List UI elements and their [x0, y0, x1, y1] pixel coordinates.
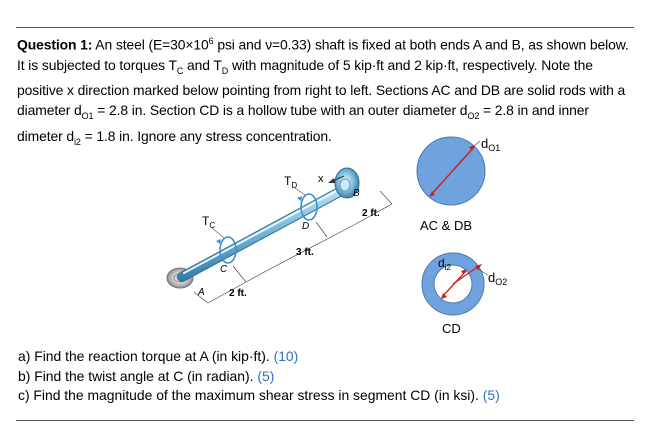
- dim-cd: 3 ft.: [296, 247, 314, 258]
- solid-section: [416, 136, 486, 206]
- sub-o1: O1: [81, 111, 94, 122]
- part-c-points: (5): [482, 387, 500, 403]
- sub-o2: O2: [467, 111, 480, 122]
- label-di2: di2: [438, 256, 451, 272]
- label-solid-section: AC & DB: [420, 218, 472, 233]
- problem-text-2: psi and ν=0.33) shaft is fixed at both e…: [17, 36, 629, 73]
- label-a: A: [197, 287, 205, 298]
- dimension-lines: [193, 190, 393, 304]
- label-do1: dO1: [481, 136, 500, 153]
- part-c: c) Find the magnitude of the maximum she…: [18, 387, 500, 403]
- bottom-rule: [16, 420, 634, 421]
- problem-text-4: with magnitude of 5 kip·ft and 2 kip·ft,…: [17, 56, 626, 119]
- label-tc: TC: [202, 214, 215, 230]
- sub-d: D: [221, 65, 229, 76]
- leader-tc: [211, 227, 225, 239]
- sub-c: C: [176, 65, 184, 76]
- torque-tc-ring: [216, 236, 237, 264]
- label-do2: dO2: [488, 270, 507, 287]
- problem-text-5: = 2.8 in. Section CD is a hollow tube wi…: [93, 102, 468, 119]
- svg-text:x: x: [318, 173, 324, 185]
- label-d: D: [302, 221, 309, 232]
- hollow-section: [421, 252, 489, 316]
- label-c: C: [220, 264, 228, 275]
- question-parts: a) Find the reaction torque at A (in kip…: [18, 347, 638, 406]
- shaft: [177, 185, 348, 282]
- exponent: 6: [208, 36, 214, 46]
- dim-db: 2 ft.: [362, 208, 380, 219]
- part-a-points: (10): [273, 348, 299, 364]
- problem-text-7: = 1.8 in. Ignore any stress concentratio…: [80, 128, 332, 145]
- question-label: Question 1:: [17, 36, 93, 53]
- problem-text-1: An steel (E=30×10: [92, 36, 209, 53]
- problem-text-3: and T: [183, 56, 222, 73]
- dim-ac: 2 ft.: [229, 288, 247, 299]
- problem-text-6: = 2.8 in and inner dimeter d: [17, 102, 589, 145]
- problem-statement: Question 1: An steel (E=30×106 psi and ν…: [17, 31, 637, 152]
- part-a: a) Find the reaction torque at A (in kip…: [18, 348, 299, 364]
- torque-td-ring: [297, 193, 318, 221]
- label-b: B: [353, 188, 360, 199]
- sub-i2: i2: [74, 136, 81, 147]
- label-td: TD: [284, 174, 297, 190]
- leader-td: [294, 187, 306, 196]
- label-hollow-section: CD: [442, 321, 461, 336]
- part-b-points: (5): [257, 367, 275, 384]
- top-rule: [16, 27, 634, 28]
- part-b: b) Find the twist angle at C (in radian)…: [18, 367, 275, 384]
- x-axis-arrow: x: [318, 173, 345, 185]
